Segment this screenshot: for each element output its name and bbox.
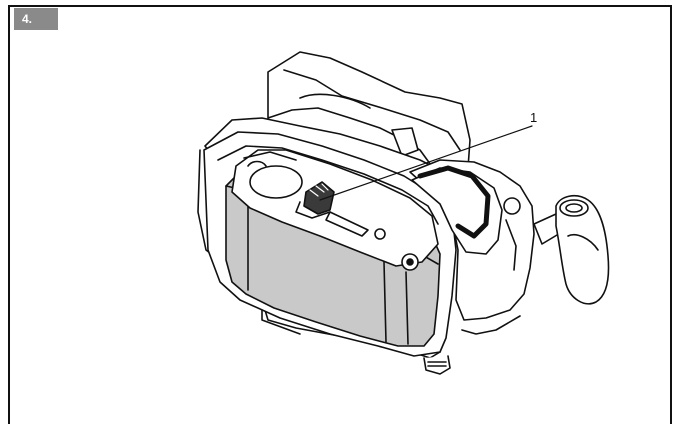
side-handle	[533, 194, 610, 305]
device-body-right	[409, 159, 535, 375]
step-number-badge: 4.	[14, 8, 58, 30]
callout-label-1: 1	[530, 110, 537, 125]
battery-release-latch	[295, 181, 335, 219]
callout-leader-line	[319, 125, 533, 201]
battery-top-cap	[231, 149, 439, 271]
figure-frame	[8, 5, 672, 424]
